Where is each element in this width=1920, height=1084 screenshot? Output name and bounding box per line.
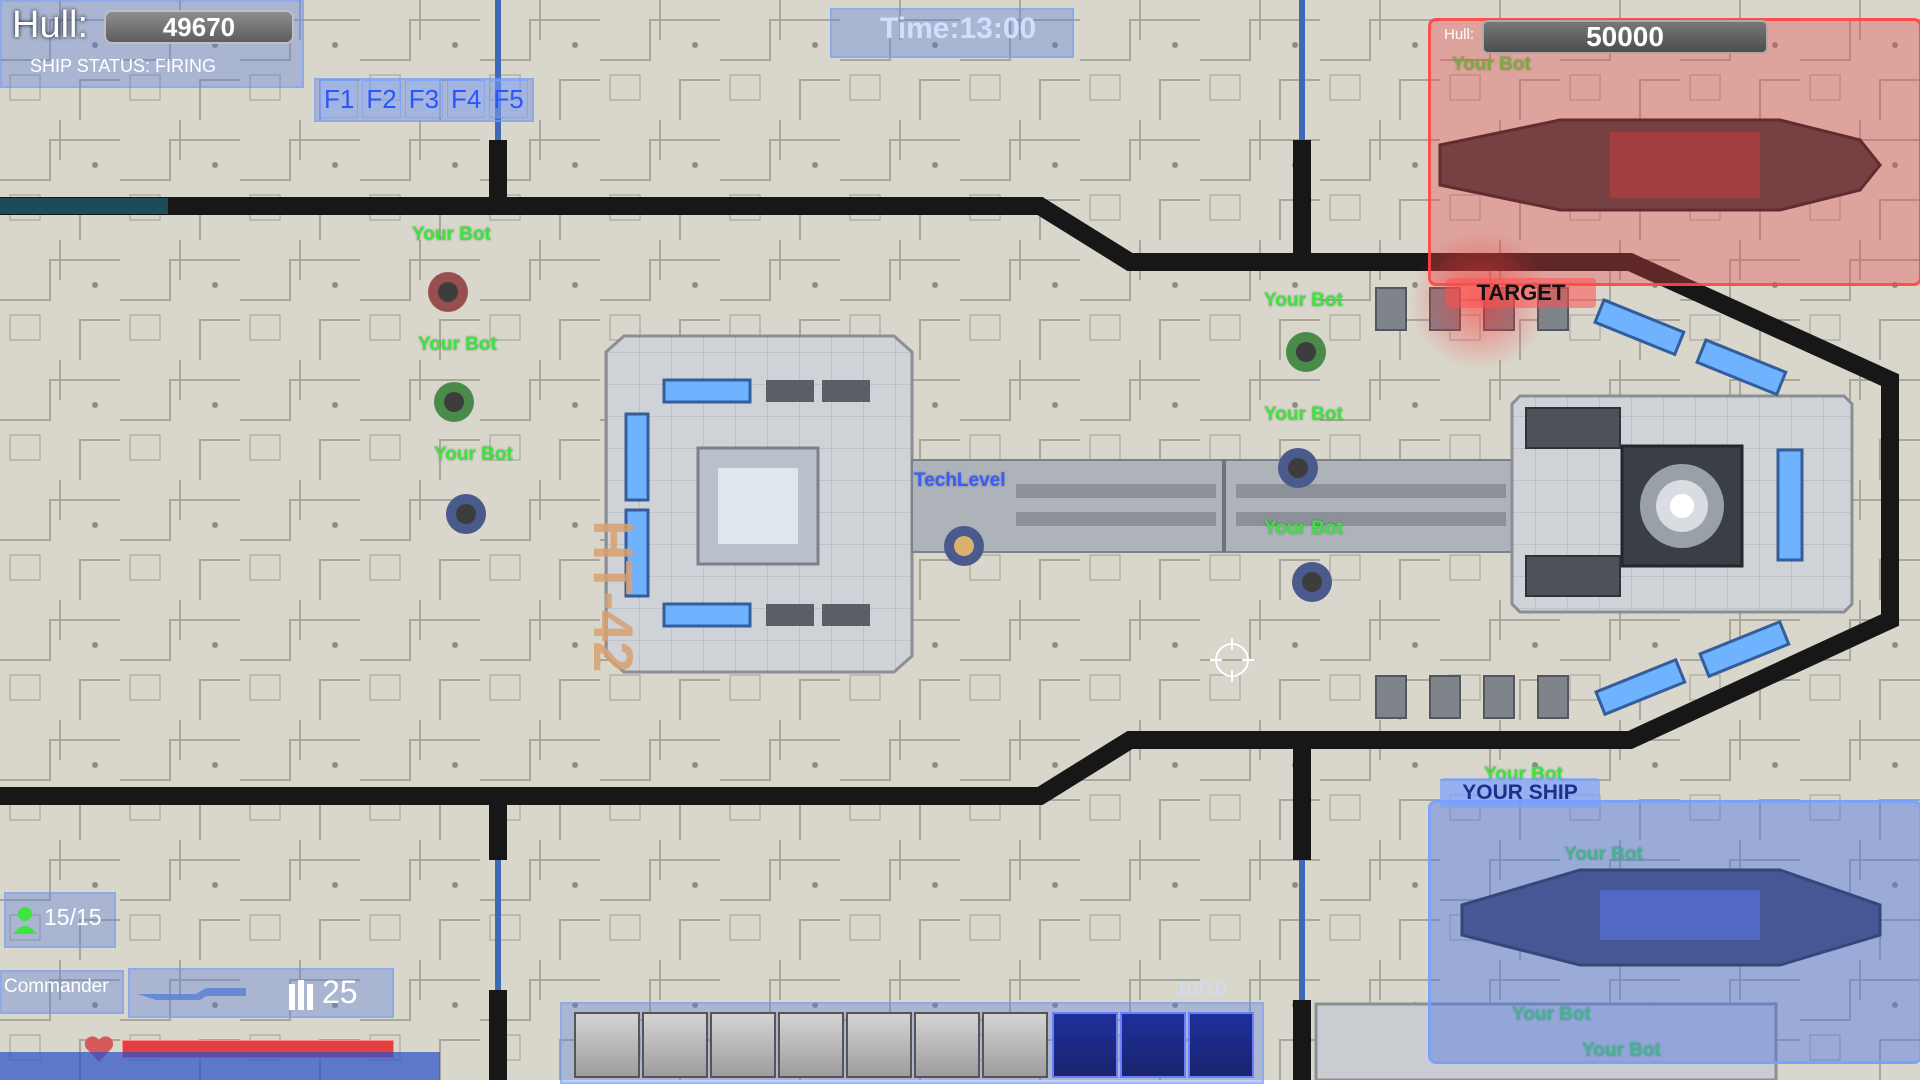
bot-label: Your Bot — [1512, 1004, 1591, 1025]
target-label: TARGET — [1446, 278, 1596, 308]
hull-value: 49670 — [104, 10, 294, 44]
ammo-icon — [289, 980, 313, 1010]
rifle-icon — [138, 988, 246, 1000]
f2-button[interactable]: F2 — [362, 80, 401, 118]
crew-count: 15/15 — [44, 904, 102, 930]
hotbar-slot-8[interactable] — [1052, 1012, 1118, 1078]
hotbar-slot-10[interactable] — [1188, 1012, 1254, 1078]
bot-units[interactable] — [428, 272, 1332, 602]
hull-code: HT-42 — [582, 520, 645, 673]
hotbar-slot-7[interactable] — [982, 1012, 1048, 1078]
hotbar-slot-6[interactable] — [914, 1012, 980, 1078]
commander-label: Commander — [4, 976, 109, 997]
f5-button[interactable]: F5 — [489, 80, 528, 118]
bot-label: Your Bot — [1264, 404, 1343, 425]
blue-pipes — [495, 0, 1305, 1000]
enemy-hull-value: 50000 — [1482, 20, 1768, 54]
bot-label: Your Bot — [418, 334, 497, 355]
bot-label: Your Bot — [1264, 290, 1343, 311]
slot-counter: 10/10 — [1176, 978, 1227, 1000]
bot-unit[interactable] — [1292, 562, 1332, 602]
enemy-hull-label: Hull: — [1444, 26, 1475, 43]
enemy-ship[interactable] — [1438, 118, 1882, 212]
vertical-walls — [489, 140, 1311, 1080]
left-station — [604, 334, 914, 674]
ship-status: SHIP STATUS: FIRING — [30, 56, 217, 76]
your-ship-panel[interactable] — [1428, 800, 1920, 1064]
hotbar-slot-5[interactable] — [846, 1012, 912, 1078]
hotbar-slot-3[interactable] — [710, 1012, 776, 1078]
wall-teal-segment — [0, 198, 168, 214]
hull-windows — [1593, 298, 1791, 717]
ammo-count: 25 — [322, 974, 358, 1010]
weapon-panel — [128, 968, 394, 1018]
bottom-strip — [0, 1052, 440, 1080]
target-ship-panel[interactable] — [1428, 18, 1920, 286]
hotbar-slot-9[interactable] — [1120, 1012, 1186, 1078]
your-ship-label: YOUR SHIP — [1440, 778, 1600, 808]
bot-label: Your Bot — [412, 224, 491, 245]
crosshair-icon — [1210, 638, 1254, 682]
bot-label: Your Bot — [1264, 518, 1343, 539]
hotbar-slot-4[interactable] — [778, 1012, 844, 1078]
hotbar-slot-2[interactable] — [642, 1012, 708, 1078]
bot-unit[interactable] — [1278, 448, 1318, 488]
turret-mounts-bottom — [1375, 675, 1569, 719]
hotbar-slot-1[interactable] — [574, 1012, 640, 1078]
bot-unit[interactable] — [434, 382, 474, 422]
bot-label: Your Bot — [1582, 1040, 1661, 1061]
tech-label: TechLevel — [914, 470, 1006, 491]
commander-panel — [0, 970, 124, 1014]
bot-unit[interactable] — [1286, 332, 1326, 372]
f4-button[interactable]: F4 — [447, 80, 486, 118]
bot-label: Your Bot — [1452, 54, 1531, 75]
time-display: Time:13:00 — [880, 12, 1037, 45]
time-panel — [830, 8, 1074, 58]
bot-unit[interactable] — [428, 272, 468, 312]
f3-button[interactable]: F3 — [404, 80, 444, 118]
bot-label: Your Bot — [434, 444, 513, 465]
heart-icon — [84, 1036, 114, 1062]
bot-label: Your Bot — [1564, 844, 1643, 865]
function-key-bar: F1 F2 F3 F4 F5 — [314, 78, 534, 122]
player-ship[interactable] — [1460, 868, 1882, 967]
bot-unit[interactable] — [944, 526, 984, 566]
crew-icon — [13, 907, 37, 934]
bot-unit[interactable] — [446, 494, 486, 534]
f1-button[interactable]: F1 — [320, 80, 359, 118]
right-station — [1510, 394, 1854, 614]
hull-label: Hull: — [12, 4, 89, 46]
lower-room — [1314, 1002, 1778, 1080]
bridge — [911, 459, 1523, 553]
